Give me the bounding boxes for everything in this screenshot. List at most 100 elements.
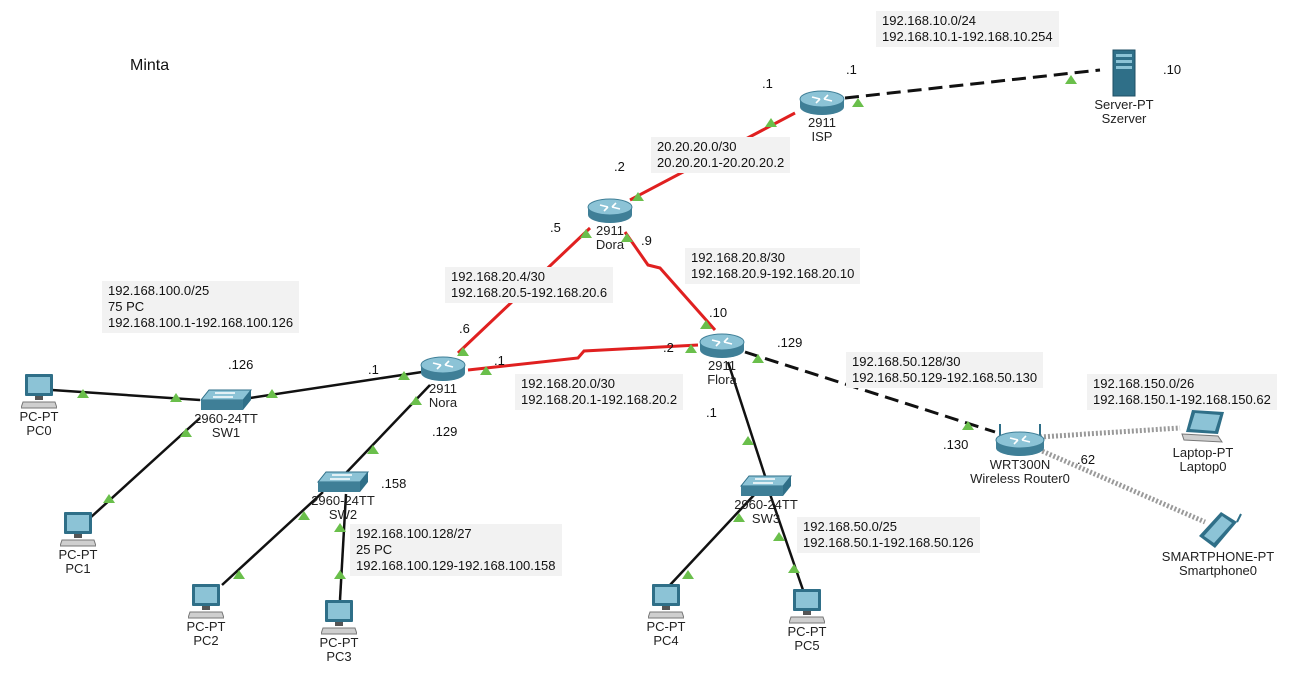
device-name: Smartphone0 bbox=[1178, 563, 1258, 578]
port-up-icon bbox=[752, 354, 764, 363]
note-line: 192.168.20.5-192.168.20.6 bbox=[451, 285, 608, 300]
router-isp[interactable]: 2911 ISP bbox=[784, 88, 860, 144]
note-nora-lan2: 192.168.100.128/27 25 PC 192.168.100.129… bbox=[350, 524, 562, 576]
pc-icon bbox=[321, 600, 357, 635]
smartphone0[interactable]: SMARTPHONE-PT Smartphone0 bbox=[1158, 508, 1278, 578]
pc-icon bbox=[648, 584, 684, 619]
link-sw2-pc2[interactable] bbox=[221, 491, 324, 586]
device-model: PC-PT bbox=[787, 624, 827, 639]
port-up-icon bbox=[170, 393, 182, 402]
device-name: Dora bbox=[595, 237, 625, 252]
port-up-icon bbox=[266, 389, 278, 398]
link-sw2-pc3[interactable] bbox=[338, 493, 348, 601]
pc-pc5[interactable]: PC-PT PC5 bbox=[782, 587, 832, 653]
note-isp-dora: 20.20.20.0/30 20.20.20.1-20.20.20.2 bbox=[651, 137, 791, 173]
server-szerver[interactable]: Server-PT Szerver bbox=[1088, 48, 1160, 126]
device-model: PC-PT bbox=[58, 547, 98, 562]
switch-sw2[interactable]: 2960-24TT SW2 bbox=[305, 470, 381, 522]
device-name: SW2 bbox=[328, 507, 358, 522]
pc-pc3[interactable]: PC-PT PC3 bbox=[314, 598, 364, 664]
wireless-router-icon bbox=[995, 424, 1045, 456]
device-model: 2960-24TT bbox=[734, 497, 798, 512]
note-flora-wrt: 192.168.50.128/30 192.168.50.129-192.168… bbox=[846, 352, 1044, 388]
note-line: 192.168.20.1-192.168.20.2 bbox=[521, 392, 678, 407]
switch-sw1[interactable]: 2960-24TT SW1 bbox=[188, 388, 264, 440]
port-up-icon bbox=[632, 192, 644, 201]
smartphone-icon bbox=[1199, 512, 1242, 548]
device-model: 2911 bbox=[596, 223, 624, 238]
wireless-router0[interactable]: WRT300N Wireless Router0 bbox=[960, 420, 1080, 486]
note-line: 192.168.150.1-192.168.150.62 bbox=[1093, 392, 1271, 407]
device-name: SW3 bbox=[751, 511, 781, 526]
router-icon bbox=[587, 198, 633, 223]
link-sw3-pc5[interactable] bbox=[768, 493, 805, 591]
port-up-icon bbox=[685, 344, 697, 353]
ip-nora-left: .1 bbox=[368, 362, 379, 377]
pc-pc0[interactable]: PC-PT PC0 bbox=[14, 372, 64, 438]
link-dora-flora[interactable] bbox=[623, 231, 717, 331]
note-line: 192.168.100.128/27 bbox=[356, 526, 472, 541]
port-up-icon bbox=[77, 389, 89, 398]
note-flora-lan: 192.168.50.0/25 192.168.50.1-192.168.50.… bbox=[797, 517, 980, 553]
link-wrt-laptop[interactable] bbox=[1039, 425, 1181, 440]
device-model: 2911 bbox=[808, 115, 836, 130]
pc-icon bbox=[188, 584, 224, 619]
router-flora[interactable]: 2911 Flora bbox=[684, 331, 760, 387]
note-line: 75 PC bbox=[108, 299, 145, 314]
ip-dora-top: .2 bbox=[614, 159, 625, 174]
device-model: Laptop-PT bbox=[1172, 445, 1234, 460]
router-dora[interactable]: 2911 Dora bbox=[572, 196, 648, 252]
link-isp-server[interactable] bbox=[844, 68, 1101, 100]
port-up-icon bbox=[788, 564, 800, 573]
pc-pc2[interactable]: PC-PT PC2 bbox=[181, 582, 231, 648]
device-model: 2960-24TT bbox=[311, 493, 375, 508]
ip-dora-left: .5 bbox=[550, 220, 561, 235]
device-model: PC-PT bbox=[186, 619, 226, 634]
ip-isp-right: .1 bbox=[846, 62, 857, 77]
note-server-net: 192.168.10.0/24 192.168.10.1-192.168.10.… bbox=[876, 11, 1059, 47]
port-up-icon bbox=[580, 229, 592, 238]
link-sw1-nora[interactable] bbox=[249, 370, 423, 400]
ip-wrt-left: .130 bbox=[943, 437, 969, 452]
port-up-icon bbox=[700, 320, 712, 329]
device-model: 2960-24TT bbox=[194, 411, 258, 426]
link-flora-sw3[interactable] bbox=[726, 361, 767, 477]
device-model: PC-PT bbox=[319, 635, 359, 650]
note-line: 192.168.100.1-192.168.100.126 bbox=[108, 315, 294, 330]
link-wrt-phone[interactable] bbox=[1034, 445, 1206, 525]
note-line: 192.168.20.4/30 bbox=[451, 269, 545, 284]
port-up-icon bbox=[773, 532, 785, 541]
link-nora-flora[interactable] bbox=[467, 343, 699, 372]
port-up-icon bbox=[410, 396, 422, 405]
ip-flora-down: .1 bbox=[706, 405, 717, 420]
device-name: PC3 bbox=[326, 649, 352, 664]
link-flora-wrt[interactable] bbox=[744, 350, 996, 434]
port-up-icon bbox=[852, 98, 864, 107]
pc-pc4[interactable]: PC-PT PC4 bbox=[641, 582, 691, 648]
port-up-icon bbox=[1065, 75, 1077, 84]
ip-dora-right: .9 bbox=[641, 233, 652, 248]
router-nora[interactable]: 2911 Nora bbox=[405, 354, 481, 410]
port-up-icon bbox=[742, 436, 754, 445]
device-model: 2911 bbox=[429, 381, 457, 396]
device-name: PC2 bbox=[193, 633, 219, 648]
switch-icon bbox=[316, 471, 370, 492]
laptop0[interactable]: Laptop-PT Laptop0 bbox=[1165, 408, 1241, 474]
switch-icon bbox=[199, 389, 253, 410]
pc-pc1[interactable]: PC-PT PC1 bbox=[53, 510, 103, 576]
port-up-icon bbox=[398, 371, 410, 380]
device-name: Flora bbox=[707, 372, 737, 387]
note-line: 192.168.50.0/25 bbox=[803, 519, 897, 534]
link-sw3-pc4[interactable] bbox=[669, 493, 756, 586]
note-line: 192.168.20.8/30 bbox=[691, 250, 785, 265]
device-name: PC1 bbox=[65, 561, 91, 576]
port-up-icon bbox=[480, 366, 492, 375]
pc-icon bbox=[21, 374, 57, 409]
note-line: 25 PC bbox=[356, 542, 393, 557]
device-name: SW1 bbox=[211, 425, 241, 440]
ip-nora-down: .129 bbox=[432, 424, 458, 439]
port-up-icon bbox=[765, 118, 777, 127]
note-wireless: 192.168.150.0/26 192.168.150.1-192.168.1… bbox=[1087, 374, 1277, 410]
switch-sw3[interactable]: 2960-24TT SW3 bbox=[728, 474, 804, 526]
note-line: 192.168.20.0/30 bbox=[521, 376, 615, 391]
